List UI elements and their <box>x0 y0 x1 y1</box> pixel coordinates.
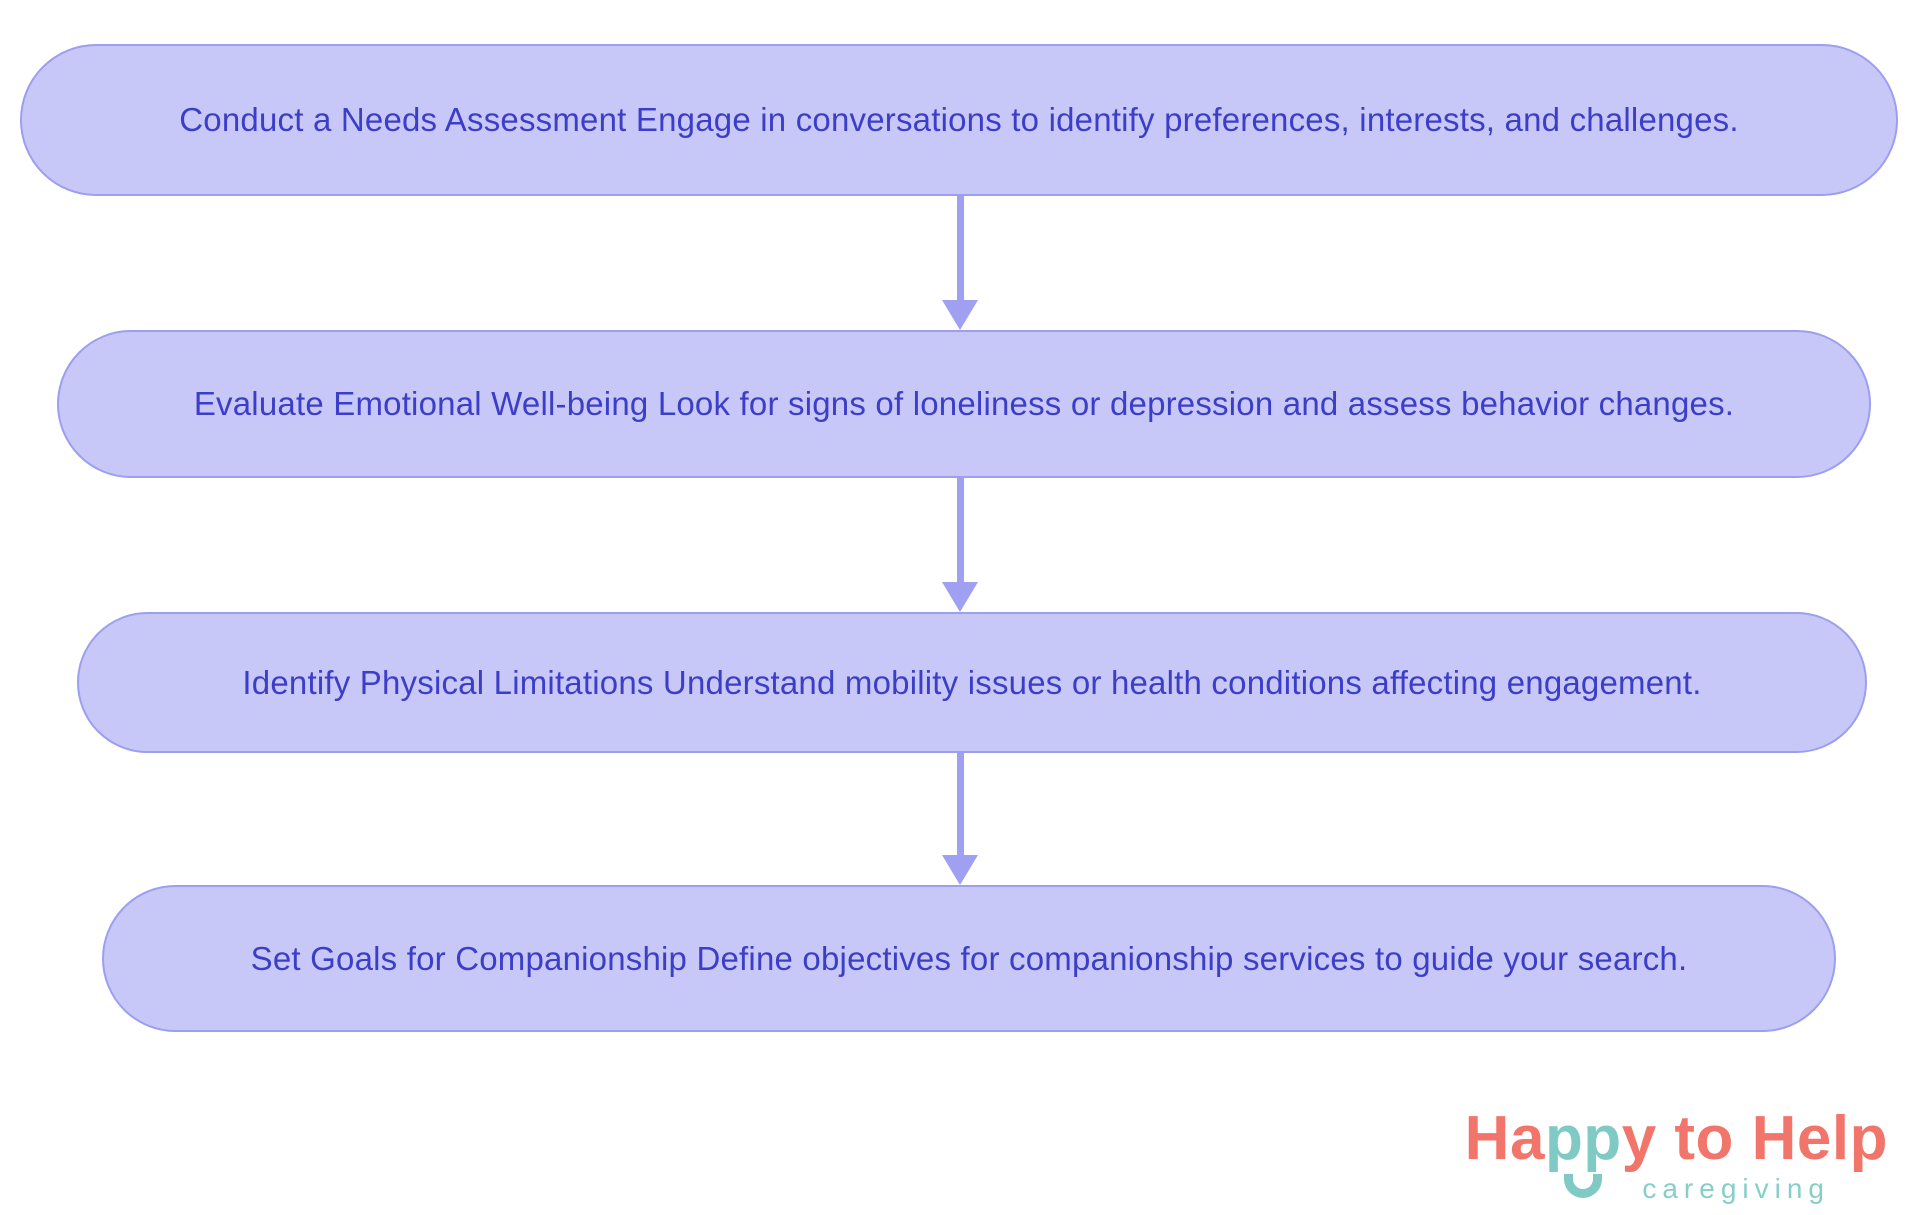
arrow-shaft <box>956 196 964 300</box>
flow-step-label: Set Goals for Companionship Define objec… <box>250 939 1688 977</box>
logo-text-y-to-help: y to Help <box>1621 1104 1888 1173</box>
flow-step-label: Identify Physical Limitations Understand… <box>242 663 1702 701</box>
logo-text-ha: Ha <box>1464 1104 1545 1173</box>
smile-icon <box>1564 1174 1603 1199</box>
arrow-head <box>942 855 978 885</box>
flow-step-label: Evaluate Emotional Well-being Look for s… <box>193 385 1735 422</box>
arrow-down-icon <box>942 196 978 330</box>
logo-text-pp: pp <box>1544 1104 1622 1199</box>
flow-step-physical-limitations: Identify Physical Limitations Understand… <box>77 612 1867 753</box>
flow-step-emotional-wellbeing: Evaluate Emotional Well-being Look for s… <box>57 330 1871 478</box>
arrow-shaft <box>956 478 964 582</box>
flow-step-label: Conduct a Needs Assessment Engage in con… <box>179 101 1739 138</box>
arrow-head <box>942 582 978 612</box>
arrow-shaft <box>956 753 964 855</box>
logo-pp-letters: pp <box>1544 1104 1622 1173</box>
arrow-down-icon <box>942 753 978 885</box>
flow-step-companionship-goals: Set Goals for Companionship Define objec… <box>102 885 1836 1032</box>
logo-tagline: caregiving <box>1642 1173 1830 1205</box>
arrow-head <box>942 300 978 330</box>
flow-step-needs-assessment: Conduct a Needs Assessment Engage in con… <box>20 44 1898 196</box>
arrow-down-icon <box>942 478 978 612</box>
